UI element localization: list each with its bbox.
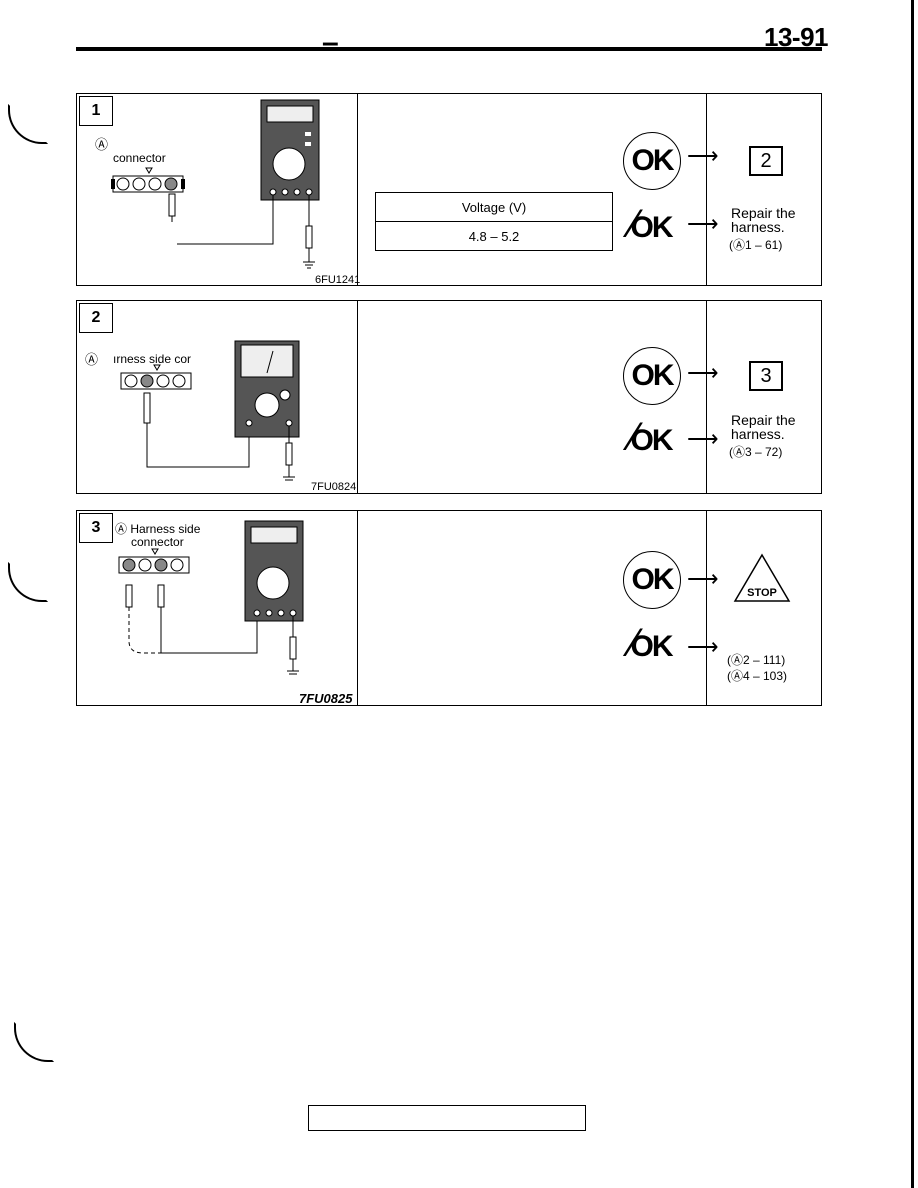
binder-hole-mark xyxy=(8,562,48,602)
ng-result-line-1: Repair the xyxy=(731,412,796,428)
next-step-box: 2 xyxy=(749,146,783,176)
step-number: 2 xyxy=(79,303,113,333)
header-rule xyxy=(76,47,822,51)
ng-label: OK xyxy=(630,630,674,663)
ng-icon: OK⁄ xyxy=(621,417,681,461)
connector-letter: Ⓐ xyxy=(85,352,99,367)
column-divider xyxy=(706,511,707,705)
binder-hole-mark xyxy=(8,104,48,144)
arrow-right-icon: ⟶ xyxy=(687,211,719,236)
figure-code: 6FU1241 xyxy=(315,274,361,286)
ng-label: OK xyxy=(630,424,674,457)
connector-label-line-1: Ⓐ Harness side xyxy=(115,522,201,536)
check-step-1: 1 Ⓐ connector xyxy=(76,93,822,286)
connector-label: connector xyxy=(113,151,166,165)
ng-result-line-2: harness. xyxy=(731,219,785,235)
footer-box xyxy=(308,1105,586,1131)
meter-diagram xyxy=(111,99,320,269)
ng-icon: OK⁄ xyxy=(621,623,681,667)
ng-result-line-1: Repair the xyxy=(731,205,796,221)
stop-label: STOP xyxy=(747,587,777,599)
ok-icon: OK xyxy=(623,347,681,405)
ng-reference: (Ⓐ1 – 61) xyxy=(729,238,783,252)
header-dash: – xyxy=(322,26,339,59)
step-number: 3 xyxy=(79,513,113,543)
ng-icon: OK⁄ xyxy=(621,204,681,248)
page-edge-rule xyxy=(911,0,914,1188)
ng-reference: (Ⓐ3 – 72) xyxy=(729,445,783,459)
meter-diagram xyxy=(120,340,300,481)
column-divider xyxy=(706,94,707,285)
ng-reference-2: (Ⓐ4 – 103) xyxy=(727,669,788,683)
column-divider xyxy=(706,301,707,493)
ng-slash-icon: ⁄ xyxy=(631,621,638,665)
spec-header: Voltage (V) xyxy=(375,192,613,222)
ng-result-line-2: harness. xyxy=(731,426,785,442)
stop-icon: STOP xyxy=(733,553,791,602)
check-step-2: 2 Ⓐ ırness side cor 7FU0824 OK xyxy=(76,300,822,494)
binder-hole-mark xyxy=(14,1022,54,1062)
ng-slash-icon: ⁄ xyxy=(631,415,638,459)
ok-icon: OK xyxy=(623,132,681,190)
ng-label: OK xyxy=(630,211,674,244)
connector-letter: Ⓐ xyxy=(95,137,109,152)
check-step-3: 3 Ⓐ Harness side connector xyxy=(76,510,822,706)
step-1-figure: 1 Ⓐ connector xyxy=(77,94,361,286)
meter-diagram xyxy=(118,520,304,675)
figure-code: 7FU0825 xyxy=(299,691,353,706)
connector-label-line-2: connector xyxy=(131,535,184,549)
ng-slash-icon: ⁄ xyxy=(631,202,638,246)
step-number: 1 xyxy=(79,96,113,126)
figure-code: 7FU0824 xyxy=(311,481,357,493)
step-3-figure: 3 Ⓐ Harness side connector xyxy=(77,511,358,706)
next-step-box: 3 xyxy=(749,361,783,391)
step-2-figure: 2 Ⓐ ırness side cor 7FU0824 xyxy=(77,301,358,493)
arrow-right-icon: ⟶ xyxy=(687,360,719,385)
spec-value: 4.8 – 5.2 xyxy=(375,221,613,251)
ng-reference-1: (Ⓐ2 – 111) xyxy=(727,653,786,667)
arrow-right-icon: ⟶ xyxy=(687,143,719,168)
arrow-right-icon: ⟶ xyxy=(687,426,719,451)
arrow-right-icon: ⟶ xyxy=(687,566,719,591)
arrow-right-icon: ⟶ xyxy=(687,634,719,659)
spec-table: Voltage (V) 4.8 – 5.2 xyxy=(375,192,613,251)
ok-icon: OK xyxy=(623,551,681,609)
connector-drawing xyxy=(111,167,185,193)
connector-label: ırness side cor xyxy=(113,352,192,366)
